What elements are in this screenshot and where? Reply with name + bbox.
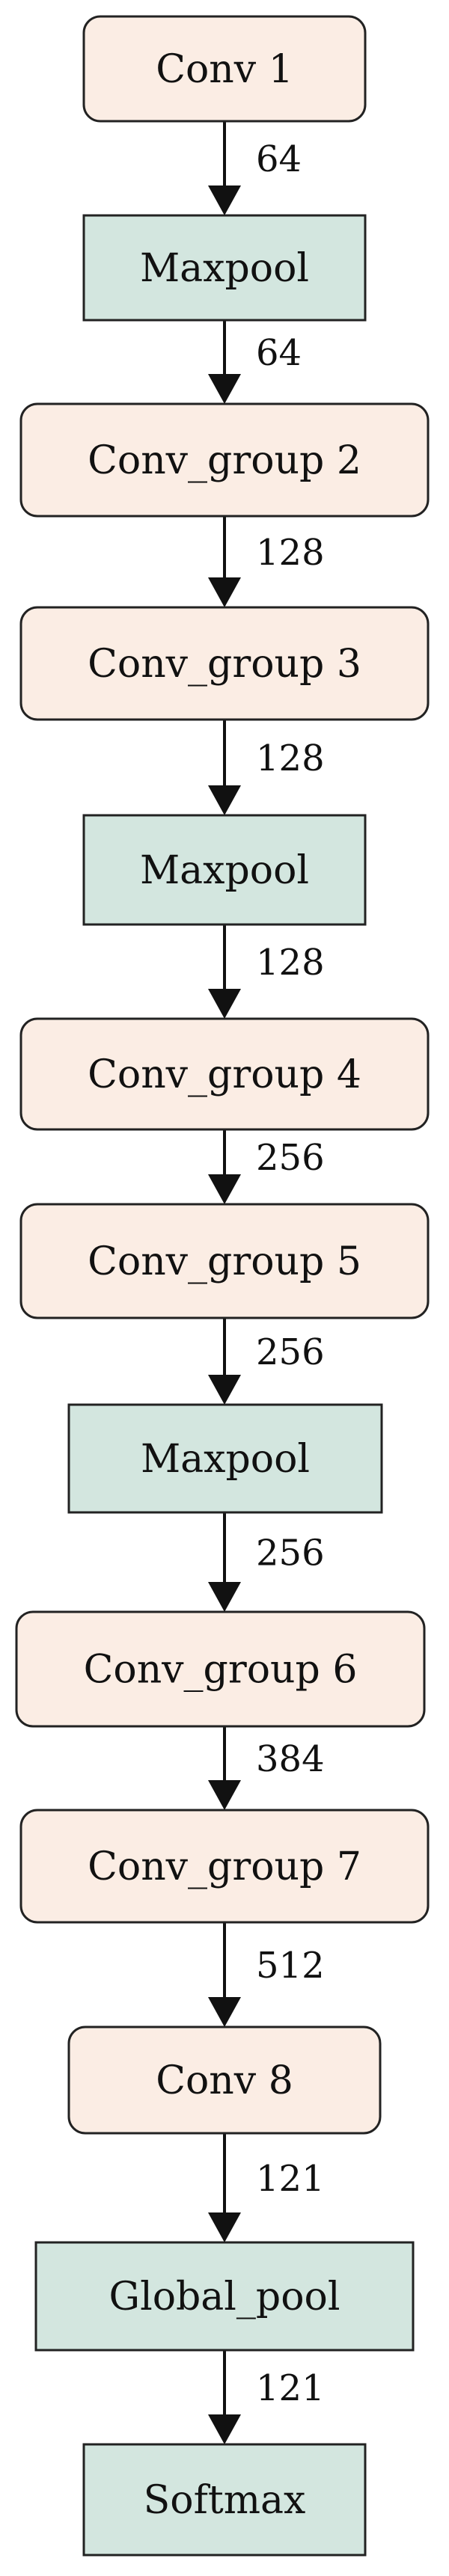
node-label-maxpool1: Maxpool (140, 246, 309, 291)
arrow-head-icon (208, 2414, 241, 2444)
node-conv8: Conv 8 (67, 2025, 382, 2135)
node-label-conv-group5: Conv_group 5 (88, 1239, 361, 1284)
node-box-conv8 (67, 2025, 382, 2135)
node-box-maxpool1 (82, 214, 367, 322)
node-label-conv-group4: Conv_group 4 (88, 1052, 361, 1097)
node-box-conv1 (82, 15, 367, 123)
edge-label: 512 (256, 1945, 325, 1987)
node-conv-group6: Conv_group 6 (15, 1610, 426, 1728)
arrow-head-icon (208, 577, 241, 607)
arrow-head-icon (208, 989, 241, 1019)
node-conv1: Conv 1 (82, 15, 367, 123)
edge-label: 121 (256, 2158, 325, 2200)
node-softmax: Softmax (82, 2443, 367, 2557)
arrow-head-icon (208, 374, 241, 404)
edge-conv-group2-to-conv-group3: 128 (208, 516, 325, 607)
edge-label: 384 (256, 1738, 325, 1780)
node-box-conv-group6 (15, 1610, 426, 1728)
node-maxpool1: Maxpool (82, 214, 367, 322)
edge-label: 64 (256, 138, 302, 180)
edge-maxpool3-to-conv-group6: 256 (208, 1512, 325, 1612)
edge-label: 128 (256, 532, 325, 574)
edge-label: 121 (256, 2367, 325, 2409)
edge-conv-group5-to-maxpool3: 256 (208, 1318, 325, 1405)
node-label-conv8: Conv 8 (156, 2058, 293, 2103)
edge-global-pool-to-softmax: 121 (208, 2350, 325, 2444)
node-maxpool2: Maxpool (82, 814, 367, 926)
edge-conv-group4-to-conv-group5: 256 (208, 1129, 325, 1204)
node-box-conv-group3 (19, 606, 430, 721)
arrow-head-icon (208, 1780, 241, 1810)
edges-layer: 64 64 128 128 128 256 256 256 384 512 121 121 (208, 121, 325, 2444)
node-box-maxpool2 (82, 814, 367, 926)
edge-label: 128 (256, 737, 325, 779)
edge-label: 256 (256, 1331, 325, 1373)
node-label-softmax: Softmax (144, 2478, 306, 2523)
node-box-maxpool3 (67, 1403, 383, 1514)
edge-conv1-to-maxpool1: 64 (208, 121, 302, 215)
node-conv-group5: Conv_group 5 (19, 1203, 430, 1319)
node-conv-group7: Conv_group 7 (19, 1809, 430, 1924)
arrow-head-icon (208, 1174, 241, 1204)
node-label-conv-group6: Conv_group 6 (84, 1648, 358, 1693)
node-box-conv-group7 (19, 1809, 430, 1924)
edge-conv-group3-to-maxpool2: 128 (208, 720, 325, 815)
node-box-conv-group4 (19, 1017, 430, 1131)
node-box-softmax (82, 2443, 367, 2557)
arrow-head-icon (208, 1375, 241, 1405)
edge-label: 256 (256, 1137, 325, 1179)
node-label-maxpool2: Maxpool (140, 848, 309, 893)
node-maxpool3: Maxpool (67, 1403, 383, 1514)
arrow-head-icon (208, 185, 241, 215)
edge-label: 64 (256, 332, 302, 374)
edge-maxpool1-to-conv-group2: 64 (208, 320, 302, 404)
node-label-conv-group3: Conv_group 3 (88, 642, 361, 687)
edge-label: 128 (256, 942, 325, 984)
node-label-conv1: Conv 1 (156, 47, 293, 92)
node-label-conv-group7: Conv_group 7 (88, 1844, 361, 1889)
node-label-global-pool: Global_pool (109, 2275, 340, 2319)
arrow-head-icon (208, 1582, 241, 1612)
node-label-conv-group2: Conv_group 2 (88, 438, 361, 483)
node-box-conv-group2 (19, 402, 430, 518)
edge-label: 256 (256, 1533, 325, 1574)
edge-conv-group6-to-conv-group7: 384 (208, 1726, 325, 1810)
node-conv-group2: Conv_group 2 (19, 402, 430, 518)
node-box-conv-group5 (19, 1203, 430, 1319)
node-conv-group4: Conv_group 4 (19, 1017, 430, 1131)
node-global-pool: Global_pool (34, 2241, 415, 2352)
edge-conv-group7-to-conv8: 512 (208, 1922, 325, 2027)
edge-conv8-to-global-pool: 121 (208, 2133, 325, 2242)
arrow-head-icon (208, 2212, 241, 2242)
edge-maxpool2-to-conv-group4: 128 (208, 924, 325, 1019)
node-conv-group3: Conv_group 3 (19, 606, 430, 721)
node-label-maxpool3: Maxpool (141, 1437, 310, 1482)
node-box-global-pool (34, 2241, 415, 2352)
arrow-head-icon (208, 785, 241, 815)
arrow-head-icon (208, 1997, 241, 2027)
